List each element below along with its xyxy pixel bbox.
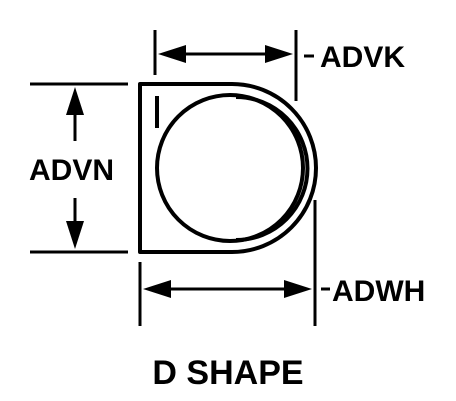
top-dimension-label: ADVK — [320, 41, 405, 74]
bottom-dimension — [138, 200, 317, 326]
top-dimension-arrow-right — [265, 45, 293, 63]
diagram-caption: D SHAPE — [152, 354, 303, 392]
bottom-dimension-label: ADWH — [332, 275, 425, 308]
bottom-dimension-arrow-right — [284, 280, 312, 298]
left-dimension-label: ADVN — [29, 154, 114, 187]
top-dimension — [153, 30, 298, 101]
inner-circle — [155, 93, 305, 243]
left-dimension-arrow-down — [66, 221, 84, 249]
d-shape-outline — [138, 82, 318, 254]
left-dimension-arrow-up — [66, 87, 84, 115]
top-dimension-arrow-left — [158, 45, 186, 63]
bottom-dimension-arrow-left — [143, 280, 171, 298]
